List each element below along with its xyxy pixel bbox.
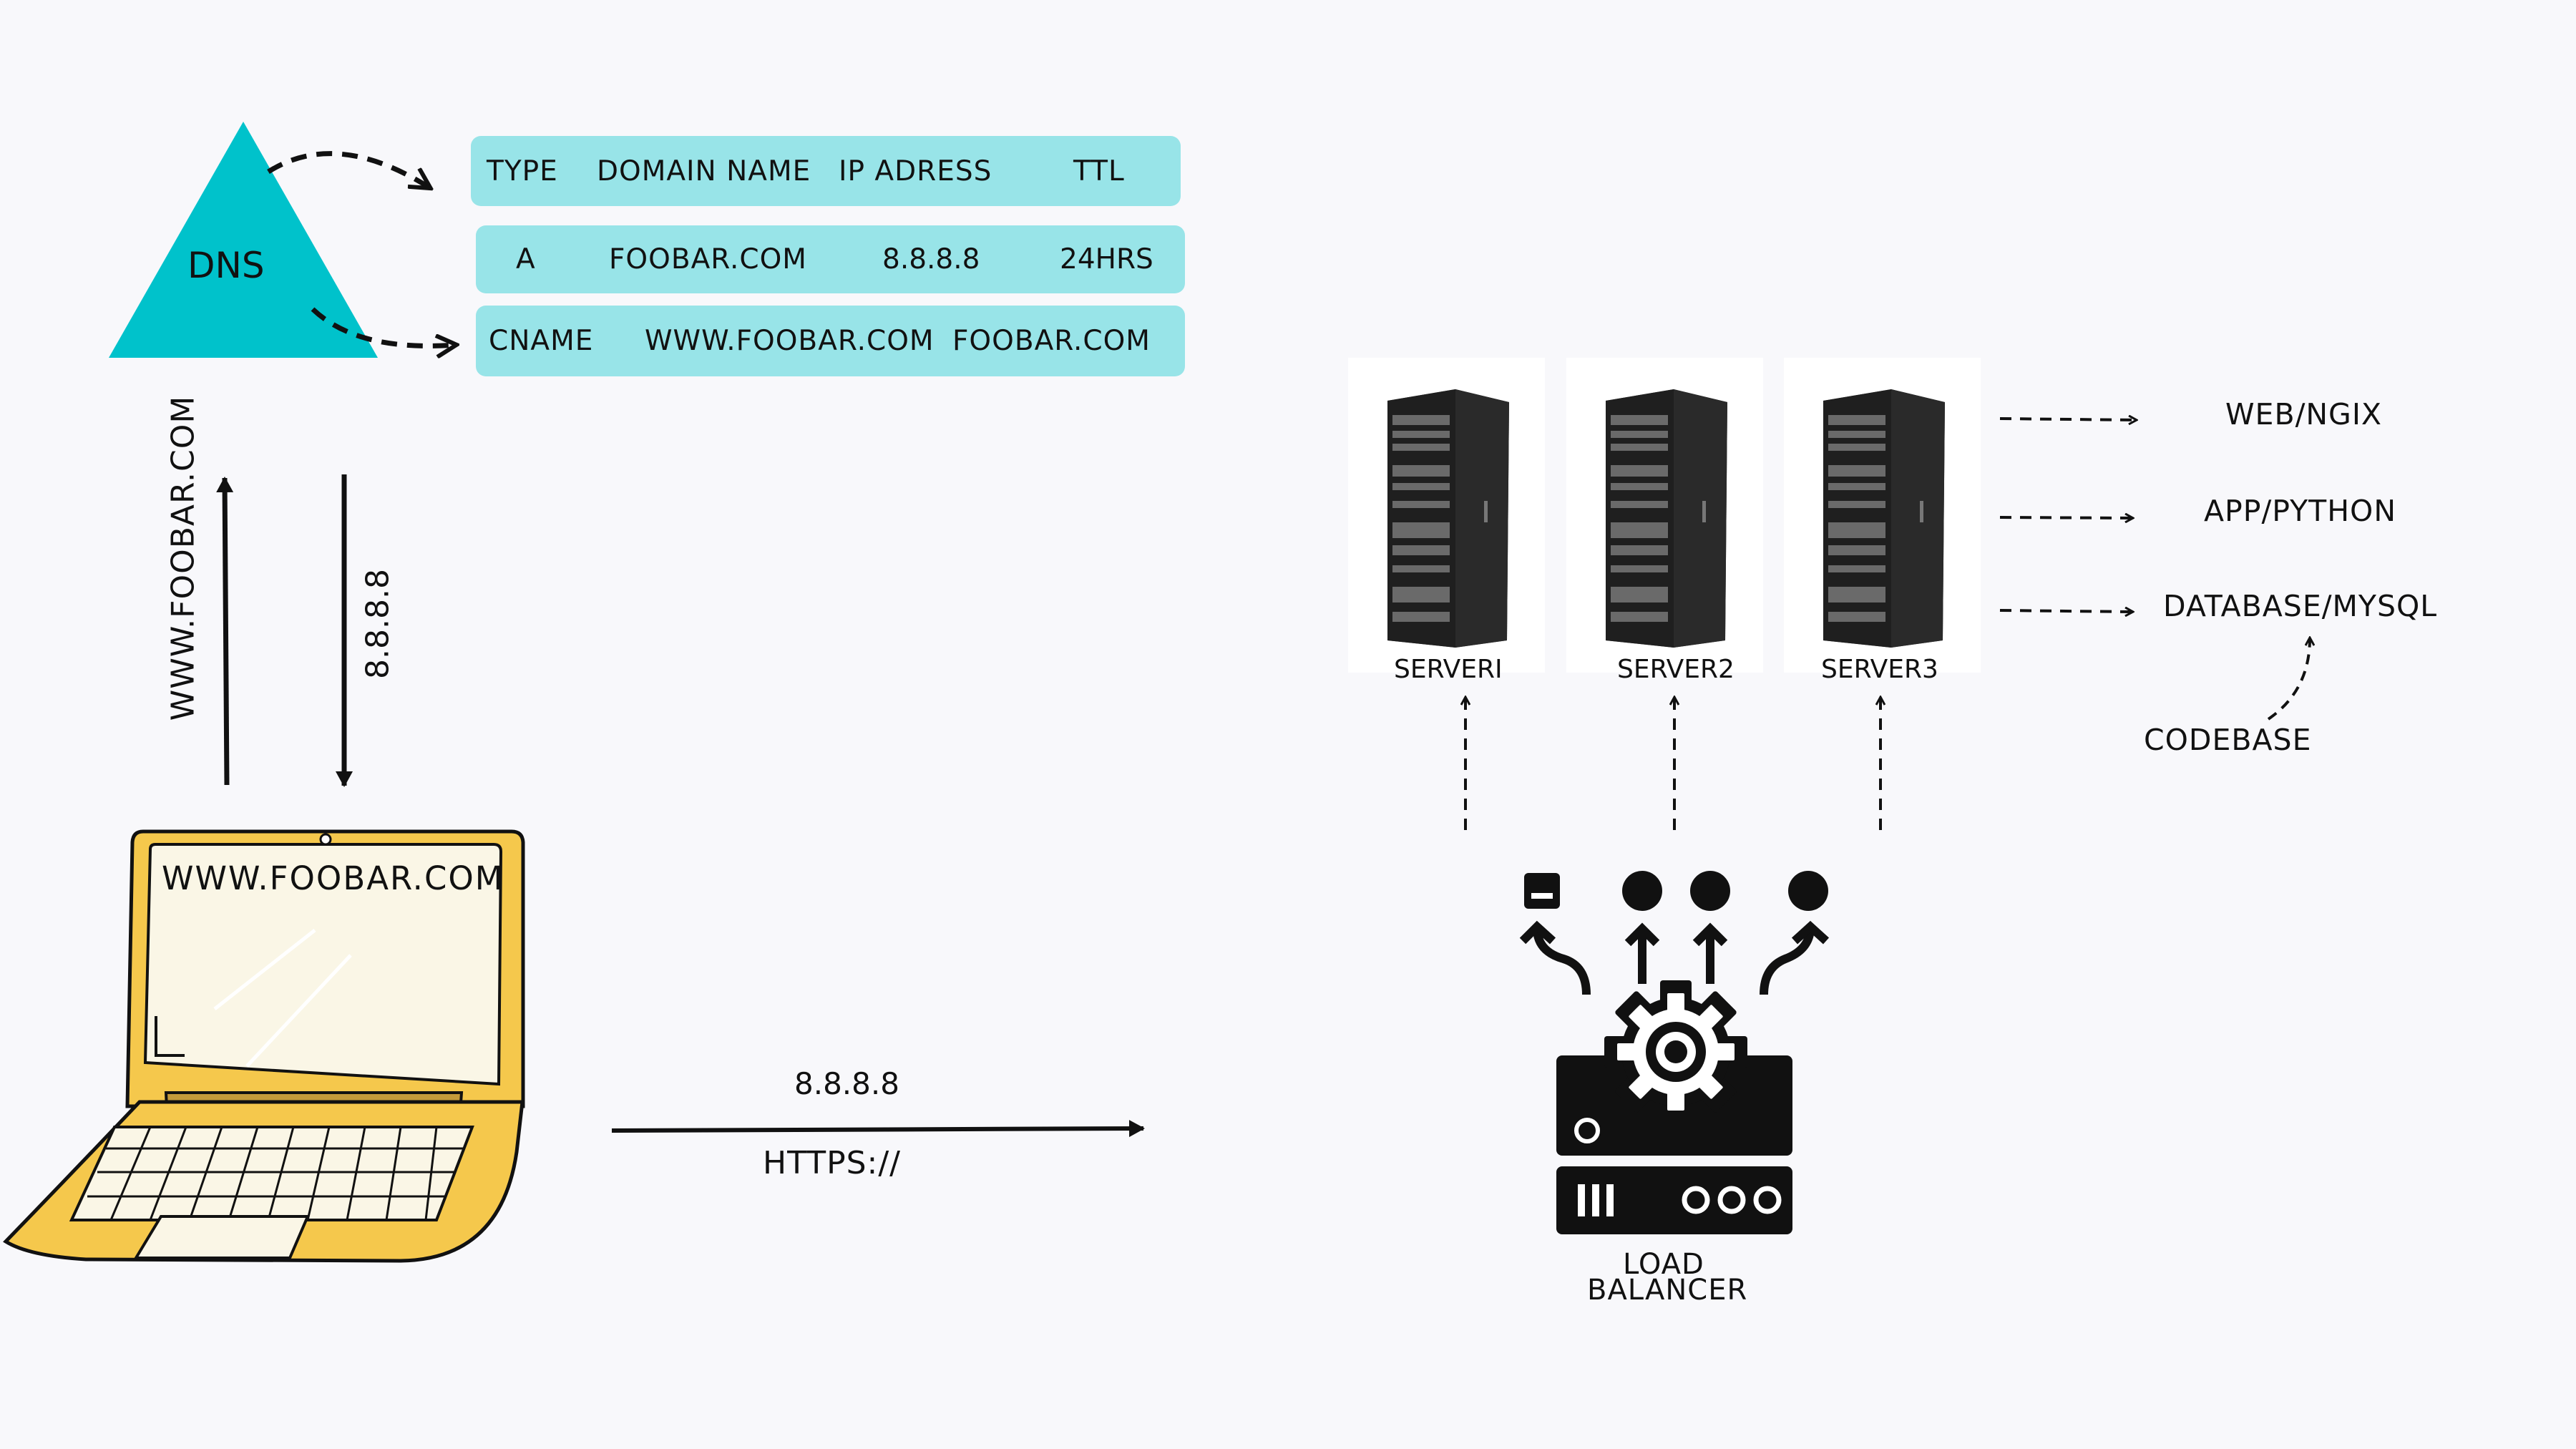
server-rack-icon (1348, 358, 1545, 673)
stack-database-label: DATABASE/MYSQL (2163, 589, 2438, 623)
stack-web-label: WEB/NGIX (2225, 397, 2383, 431)
dns-response-label: 8.8.8.8 (359, 569, 396, 679)
server-rack-icon (1566, 358, 1763, 673)
dns-to-cname-arrow (311, 307, 455, 346)
load-balancer-label-line2: BALANCER (1587, 1274, 1748, 1307)
header-ttl: TTL (1073, 155, 1125, 187)
record-ip: 8.8.8.8 (882, 243, 980, 275)
server2-label: SERVER2 (1617, 655, 1735, 684)
web-arrow (1999, 419, 2136, 420)
dns-query-arrow (216, 477, 234, 786)
codebase-label: CODEBASE (2144, 723, 2312, 757)
stack-app-label: APP/PYTHON (2204, 494, 2396, 528)
record-type: CNAME (489, 325, 594, 357)
record-ttl: 24HRS (1060, 243, 1153, 275)
request-ip-label: 8.8.8.8 (794, 1066, 899, 1101)
record-domain: WWW.FOOBAR.COM (645, 325, 935, 357)
record-domain: FOOBAR.COM (609, 243, 807, 275)
dns-record-cname: CNAME WWW.FOOBAR.COM FOOBAR.COM (476, 306, 1185, 376)
header-ip-address: IP ADRESS (839, 155, 992, 187)
codebase-arrow (2267, 638, 2310, 721)
header-domain-name: DOMAIN NAME (597, 155, 811, 187)
laptop-screen-text: WWW.FOOBAR.COM (162, 859, 504, 897)
record-type: A (516, 243, 536, 275)
server3-label: SERVER3 (1821, 655, 1938, 684)
dns-record-a: A FOOBAR.COM 8.8.8.8 24HRS (476, 225, 1185, 293)
header-type: TYPE (487, 155, 558, 187)
database-arrow (1999, 610, 2132, 612)
dns-label: DNS (187, 245, 265, 286)
laptop-icon (3, 829, 525, 1263)
https-request-arrow (611, 1120, 1145, 1138)
dns-table-header: TYPE DOMAIN NAME IP ADRESS TTL (471, 136, 1181, 206)
load-balancer-label-line1: LOAD (1623, 1248, 1704, 1281)
app-arrow (1999, 517, 2132, 518)
dns-query-label: WWW.FOOBAR.COM (165, 395, 202, 721)
server1-label: SERVERI (1394, 655, 1503, 684)
server-rack-icon (1784, 358, 1981, 673)
load-balancer-icon (1519, 871, 1830, 1234)
record-target: FOOBAR.COM (952, 325, 1151, 357)
dns-to-header-arrow (267, 151, 429, 187)
dns-triangle-icon (109, 122, 378, 358)
request-protocol-label: HTTPS:// (763, 1145, 902, 1181)
